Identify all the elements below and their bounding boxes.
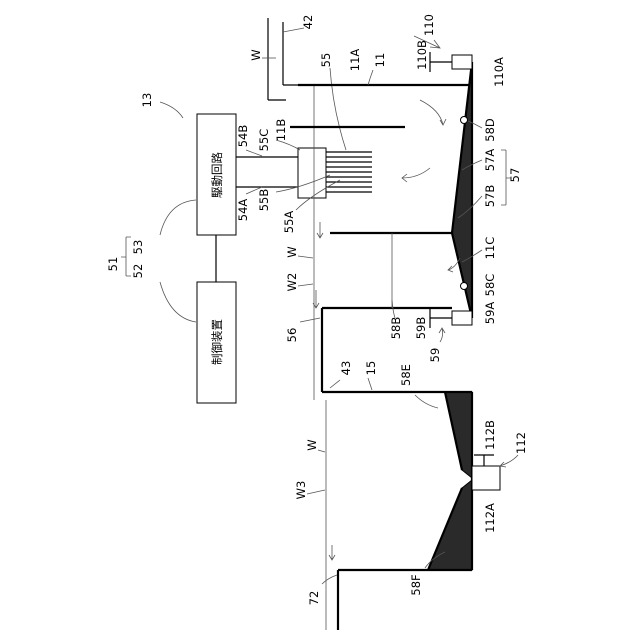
leader-43 bbox=[330, 380, 340, 388]
label-w2: W2 bbox=[285, 273, 299, 292]
label-58c: 58C bbox=[483, 274, 497, 297]
valve-59a bbox=[452, 311, 472, 325]
label-58f: 58F bbox=[409, 574, 423, 595]
label-55a: 55A bbox=[282, 211, 296, 234]
leader-72 bbox=[322, 575, 337, 584]
label-15: 15 bbox=[364, 361, 378, 376]
label-56: 56 bbox=[285, 328, 299, 343]
leader-56 bbox=[300, 318, 320, 322]
label-13: 13 bbox=[140, 93, 154, 108]
leader-w3 bbox=[307, 490, 325, 494]
label-11: 11 bbox=[373, 53, 387, 68]
label-72: 72 bbox=[307, 591, 321, 606]
marker-58d bbox=[461, 117, 468, 124]
label-59a: 59A bbox=[483, 302, 497, 325]
flow-arrow-3 bbox=[317, 222, 323, 238]
marker-58c bbox=[461, 283, 468, 290]
leader-53 bbox=[160, 200, 196, 235]
lower-hopper-58e bbox=[445, 392, 472, 478]
label-w3: W3 bbox=[294, 481, 308, 500]
valve-110a bbox=[452, 55, 472, 69]
leader-w-bot bbox=[318, 450, 325, 452]
label-57b: 57B bbox=[483, 185, 497, 208]
label-57a: 57A bbox=[483, 149, 497, 172]
label-42: 42 bbox=[301, 15, 315, 30]
label-w-bot: W bbox=[305, 439, 319, 450]
label-11b: 11B bbox=[274, 119, 288, 142]
leader-11 bbox=[368, 70, 373, 85]
label-110a: 110A bbox=[492, 57, 506, 87]
arrow-112 bbox=[500, 455, 518, 467]
leader-13 bbox=[160, 102, 183, 118]
label-112: 112 bbox=[514, 432, 528, 454]
flow-arrow-2 bbox=[402, 168, 430, 182]
vibrator-unit: 55 55C 55B 55A bbox=[257, 53, 372, 234]
flow-arrow-6 bbox=[329, 545, 335, 560]
label-54b: 54B bbox=[236, 125, 250, 148]
arrow-59 bbox=[439, 328, 445, 342]
lower-tank: 112 112B 112A W W3 72 58F bbox=[294, 392, 528, 630]
label-54a: 54A bbox=[236, 199, 250, 222]
label-w-top: W bbox=[249, 49, 263, 60]
vibrator-reeds bbox=[326, 152, 372, 192]
upper-tank: 42 W 110 110B 110A bbox=[249, 14, 522, 362]
label-112b: 112B bbox=[483, 420, 497, 450]
label-11c: 11C bbox=[483, 237, 497, 260]
label-58d: 58D bbox=[483, 118, 497, 142]
leader-52 bbox=[160, 282, 196, 322]
label-52: 52 bbox=[131, 264, 145, 279]
drive-circuit-label: 駆動回路 bbox=[210, 152, 224, 198]
label-110: 110 bbox=[422, 14, 436, 36]
label-112a: 112A bbox=[483, 503, 497, 533]
label-w-mid: W bbox=[285, 246, 299, 257]
label-55b: 55B bbox=[257, 189, 271, 212]
leader-55 bbox=[330, 68, 346, 150]
flow-arrow-1 bbox=[420, 100, 446, 125]
leader-58e bbox=[415, 395, 438, 408]
label-51: 51 bbox=[106, 257, 120, 272]
label-58b: 58B bbox=[389, 317, 403, 340]
label-55: 55 bbox=[319, 53, 333, 68]
leader-w2 bbox=[298, 284, 313, 286]
label-55c: 55C bbox=[257, 129, 271, 152]
label-59: 59 bbox=[428, 348, 442, 363]
label-110b: 110B bbox=[415, 40, 429, 70]
label-53: 53 bbox=[131, 240, 145, 255]
label-57: 57 bbox=[508, 168, 522, 183]
label-58e: 58E bbox=[399, 364, 413, 386]
leader-w-mid bbox=[298, 256, 313, 258]
valve-112a bbox=[472, 466, 500, 490]
leader-15 bbox=[368, 378, 372, 390]
label-11a: 11A bbox=[348, 49, 362, 72]
label-43: 43 bbox=[339, 361, 353, 376]
label-59b: 59B bbox=[414, 317, 428, 340]
controller-label: 制御装置 bbox=[210, 319, 224, 365]
leader-51-brace bbox=[121, 237, 131, 276]
